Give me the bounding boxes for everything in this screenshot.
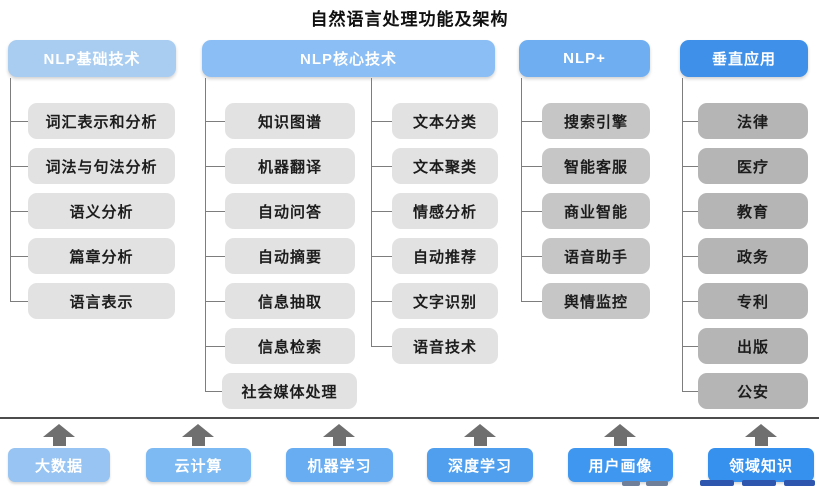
node-text-classification: 文本分类 — [392, 103, 498, 139]
header-nlp-core: NLP核心技术 — [202, 40, 495, 77]
node-knowledge-graph: 知识图谱 — [225, 103, 355, 139]
node-text-clustering: 文本聚类 — [392, 148, 498, 184]
connector-tick — [682, 166, 698, 167]
connector-tick — [10, 301, 28, 302]
node-lexical-representation: 词汇表示和分析 — [28, 103, 175, 139]
connector-tick — [371, 256, 392, 257]
connector-tick — [371, 346, 392, 347]
connector-tick — [205, 391, 225, 392]
up-arrow-icon — [323, 424, 355, 446]
connector-tick — [682, 391, 698, 392]
connector-tick — [371, 211, 392, 212]
node-voice-assistant: 语音助手 — [542, 238, 650, 274]
connector-tick — [205, 121, 225, 122]
header-vertical-apps: 垂直应用 — [680, 40, 808, 77]
connector-tick — [682, 121, 698, 122]
watermark-fragment — [622, 481, 640, 486]
connector-tick — [10, 166, 28, 167]
connector-tick — [205, 346, 225, 347]
connector-tick — [371, 166, 392, 167]
foundation-big-data: 大数据 — [8, 448, 110, 482]
node-education: 教育 — [698, 193, 808, 229]
header-nlp-plus: NLP+ — [519, 40, 650, 77]
node-social-media-processing: 社会媒体处理 — [222, 373, 357, 409]
connector-line — [10, 78, 11, 301]
connector-tick — [521, 211, 542, 212]
node-discourse-analysis: 篇章分析 — [28, 238, 175, 274]
up-arrow-icon — [43, 424, 75, 446]
up-arrow-icon — [604, 424, 636, 446]
node-medical: 医疗 — [698, 148, 808, 184]
connector-line — [205, 78, 206, 391]
node-business-intelligence: 商业智能 — [542, 193, 650, 229]
connector-tick — [521, 121, 542, 122]
connector-tick — [205, 256, 225, 257]
connector-tick — [10, 211, 28, 212]
connector-tick — [521, 166, 542, 167]
connector-tick — [682, 211, 698, 212]
node-opinion-monitoring: 舆情监控 — [542, 283, 650, 319]
node-morph-syntax-analysis: 词法与句法分析 — [28, 148, 175, 184]
connector-tick — [521, 301, 542, 302]
node-public-security: 公安 — [698, 373, 808, 409]
foundation-domain-knowledge: 领域知识 — [708, 448, 814, 482]
connector-tick — [682, 256, 698, 257]
foundation-divider-line — [0, 417, 819, 419]
up-arrow-icon — [182, 424, 214, 446]
node-speech-technology: 语音技术 — [392, 328, 498, 364]
node-semantic-analysis: 语义分析 — [28, 193, 175, 229]
connector-line — [371, 78, 372, 346]
connector-tick — [205, 211, 225, 212]
connector-tick — [521, 256, 542, 257]
node-law: 法律 — [698, 103, 808, 139]
node-information-extraction: 信息抽取 — [225, 283, 355, 319]
connector-tick — [205, 166, 225, 167]
connector-tick — [682, 301, 698, 302]
node-publishing: 出版 — [698, 328, 808, 364]
connector-tick — [205, 301, 225, 302]
foundation-cloud-computing: 云计算 — [146, 448, 251, 482]
node-information-retrieval: 信息检索 — [225, 328, 355, 364]
connector-tick — [10, 256, 28, 257]
connector-line — [521, 78, 522, 301]
watermark-fragment — [700, 480, 734, 486]
header-nlp-basic: NLP基础技术 — [8, 40, 176, 77]
up-arrow-icon — [464, 424, 496, 446]
node-auto-recommendation: 自动推荐 — [392, 238, 498, 274]
node-government: 政务 — [698, 238, 808, 274]
node-patent: 专利 — [698, 283, 808, 319]
connector-tick — [371, 121, 392, 122]
node-auto-summarization: 自动摘要 — [225, 238, 355, 274]
up-arrow-icon — [745, 424, 777, 446]
node-question-answering: 自动问答 — [225, 193, 355, 229]
foundation-machine-learning: 机器学习 — [286, 448, 393, 482]
node-machine-translation: 机器翻译 — [225, 148, 355, 184]
connector-tick — [10, 121, 28, 122]
node-ocr: 文字识别 — [392, 283, 498, 319]
connector-line — [682, 78, 683, 391]
foundation-deep-learning: 深度学习 — [427, 448, 533, 482]
node-sentiment-analysis: 情感分析 — [392, 193, 498, 229]
node-search-engine: 搜索引擎 — [542, 103, 650, 139]
node-smart-customer-service: 智能客服 — [542, 148, 650, 184]
node-language-representation: 语言表示 — [28, 283, 175, 319]
diagram-title: 自然语言处理功能及架构 — [310, 10, 509, 29]
foundation-user-profiling: 用户画像 — [568, 448, 673, 482]
watermark-fragment — [742, 480, 776, 486]
watermark-fragment — [646, 481, 668, 486]
connector-tick — [682, 346, 698, 347]
connector-tick — [371, 301, 392, 302]
watermark-fragment — [784, 480, 815, 486]
